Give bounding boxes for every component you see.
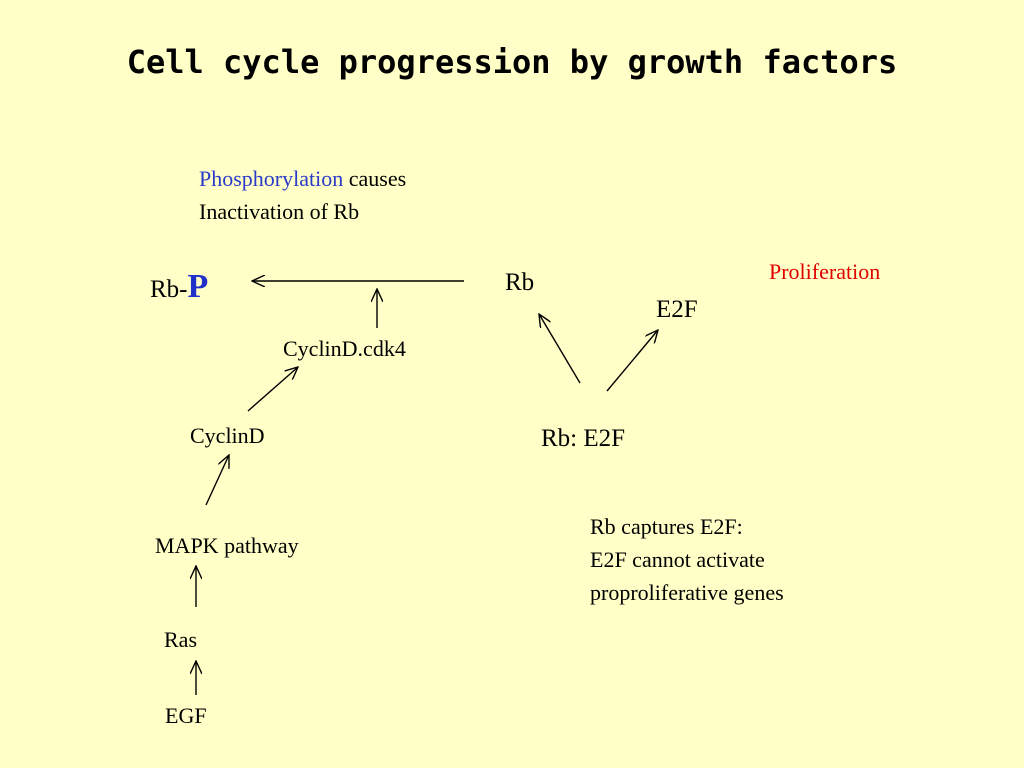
cyclind-node: CyclinD xyxy=(190,423,265,448)
phosphorylation-note: Phosphorylation causes xyxy=(199,166,406,192)
arrow-cyclind-to-cdk4 xyxy=(247,367,298,412)
phosphate-p: P xyxy=(187,268,209,305)
rb-e2f-complex-node: Rb: E2F xyxy=(541,425,626,452)
arrow-mapk-to-cyclind xyxy=(205,455,229,506)
note-line-2: E2F cannot activate xyxy=(590,547,765,572)
phosphorylation-causes: causes xyxy=(343,166,407,191)
egf-node: EGF xyxy=(165,703,207,728)
rb-captures-note: Rb captures E2F: E2F cannot activate pro… xyxy=(590,514,784,606)
rb-p-prefix: Rb- xyxy=(150,276,188,303)
ras-node: Ras xyxy=(164,627,197,652)
mapk-pathway-node: MAPK pathway xyxy=(155,533,299,558)
arrow-complex-to-e2f xyxy=(606,330,658,392)
slide-title: Cell cycle progression by growth factors xyxy=(126,43,898,81)
arrow-complex-to-rb xyxy=(539,314,581,384)
phosphorylation-word: Phosphorylation xyxy=(199,166,344,191)
cyclind-cdk4-node: CyclinD.cdk4 xyxy=(283,336,406,361)
e2f-node: E2F xyxy=(656,296,698,323)
inactivation-of-rb: Inactivation of Rb xyxy=(199,199,360,224)
rb-node: Rb xyxy=(505,269,535,296)
proliferation-label: Proliferation xyxy=(769,259,881,284)
rb-phosphorylated-node: Rb-P xyxy=(150,268,209,305)
note-line-1: Rb captures E2F: xyxy=(590,514,743,539)
note-line-3: proproliferative genes xyxy=(590,580,784,605)
